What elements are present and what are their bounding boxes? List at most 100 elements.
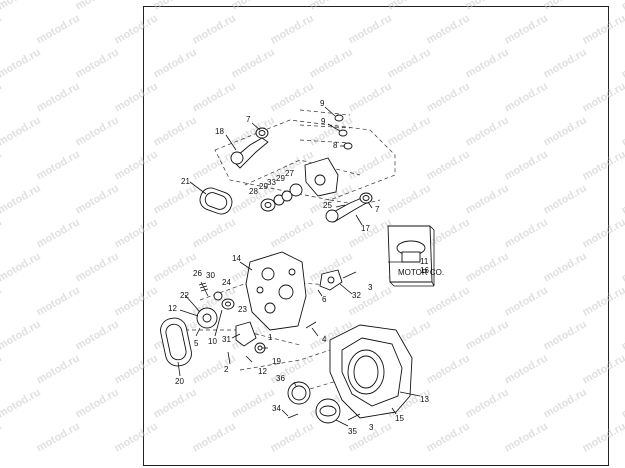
callout-15: 15 [395,414,404,423]
watermark-text: motod.ru [74,114,121,148]
watermark-text: motod.ru [386,0,433,13]
watermark-text: motod.ru [347,216,394,250]
callout-labels: 7 9 9 8 18 21 28 29 33 29 27 25 7 17 11 … [168,99,429,436]
watermark-text: motod.ru [347,148,394,182]
watermark-text: motod.ru [269,420,316,454]
callout-35: 35 [348,427,357,436]
watermark-text: motod.ru [35,12,82,46]
watermark-text: motod.ru [464,114,511,148]
callout-29: 29 [259,182,268,191]
watermark-text: motod.ru [74,318,121,352]
callout-14: 14 [232,254,241,263]
cam-plate-assembly [245,251,307,331]
watermark-text: motod.ru [542,182,589,216]
callout-11: 11 [420,257,429,266]
watermark-text: motod.ru [464,386,511,420]
watermark-text: motod.ru [113,352,160,386]
watermark-text: motod.ru [620,318,625,352]
watermark-text: motod.ru [0,318,43,352]
watermark-text: motod.ru [0,148,4,182]
watermark-text: motod.ru [581,284,625,318]
watermark-text: motod.ru [542,318,589,352]
camshaft-rear [230,127,269,169]
watermark-text: motod.ru [0,386,43,420]
watermark-text: motod.ru [113,420,160,454]
callout-9: 9 [321,117,326,126]
cam-cover [329,324,413,419]
watermark-text: motod.ru [0,284,4,318]
watermark-text: motod.ru [425,148,472,182]
watermark-text: motod.ru [503,352,550,386]
callout-22: 22 [180,291,189,300]
watermark-text: motod.ru [35,80,82,114]
watermark-text: motod.ru [191,148,238,182]
callout-2: 2 [224,365,229,374]
callout-1: 1 [268,333,273,342]
watermark-text: motod.ru [542,250,589,284]
cam-support-plate [304,157,339,197]
watermark-text: motod.ru [464,250,511,284]
watermark-text: motod.ru [230,0,277,13]
watermark-text: motod.ru [503,148,550,182]
callout-7: 7 [246,115,251,124]
watermark-text: motod.ru [464,0,511,13]
watermark-text: motod.ru [581,216,625,250]
callout-12: 12 [168,304,177,313]
watermark-text: motod.ru [542,114,589,148]
watermark-text: motod.ru [581,12,625,46]
watermark-text: motod.ru [0,114,43,148]
watermark-text: motod.ru [0,46,43,80]
watermark-text: motod.ru [503,216,550,250]
cam-chain [199,187,233,215]
small-seal-rings [334,114,353,150]
watermark-text: motod.ru [191,352,238,386]
watermark-text: motod.ru [425,80,472,114]
callout-33: 33 [267,178,276,187]
callout-13: 13 [420,395,429,404]
watermark-text: motod.ru [425,216,472,250]
watermark-text: motod.ru [386,46,433,80]
watermark-text: motod.ru [152,386,199,420]
watermark-text: motod.ru [0,250,43,284]
watermark-text: motod.ru [581,148,625,182]
primary-sprocket-chain [160,307,218,367]
callout-36: 36 [276,374,285,383]
oil-pump-small-parts [198,281,235,310]
watermark-text: motod.ru [581,80,625,114]
watermark-text: motod.ru [620,386,625,420]
watermark-text: motod.ru [347,80,394,114]
watermark-text: motod.ru [620,46,625,80]
watermark-text: motod.ru [425,352,472,386]
sensor-bracket [319,269,357,291]
watermark-text: motod.ru [386,182,433,216]
watermark-text: motod.ru [113,80,160,114]
watermark-text: motod.ru [581,420,625,454]
callout-26: 26 [193,269,202,278]
watermark-text: motod.ru [503,420,550,454]
watermark-text: motod.ru [542,46,589,80]
watermark-text: motod.ru [0,12,4,46]
watermark-text: motod.ru [269,216,316,250]
callout-9: 9 [320,99,325,108]
watermark-text: motod.ru [503,80,550,114]
watermark-text: motod.ru [503,284,550,318]
watermark-text: motod.ru [113,12,160,46]
callout-25: 25 [323,201,332,210]
watermark-text: motod.ru [269,12,316,46]
watermark-text: motod.ru [0,0,43,13]
diagram-frame [143,6,609,466]
callout-10: 10 [208,337,217,346]
callout-7: 7 [375,205,380,214]
watermark-text: motod.ru [191,216,238,250]
callout-19: 19 [272,357,281,366]
callout-23: 23 [238,305,247,314]
watermark-text: motod.ru [0,420,4,454]
watermark-text: motod.ru [152,250,199,284]
callout-28: 28 [249,187,258,196]
watermark-text: motod.ru [503,12,550,46]
watermark-text: motod.ru [308,0,355,13]
watermark-text: motod.ru [113,148,160,182]
watermark-text: motod.ru [191,420,238,454]
